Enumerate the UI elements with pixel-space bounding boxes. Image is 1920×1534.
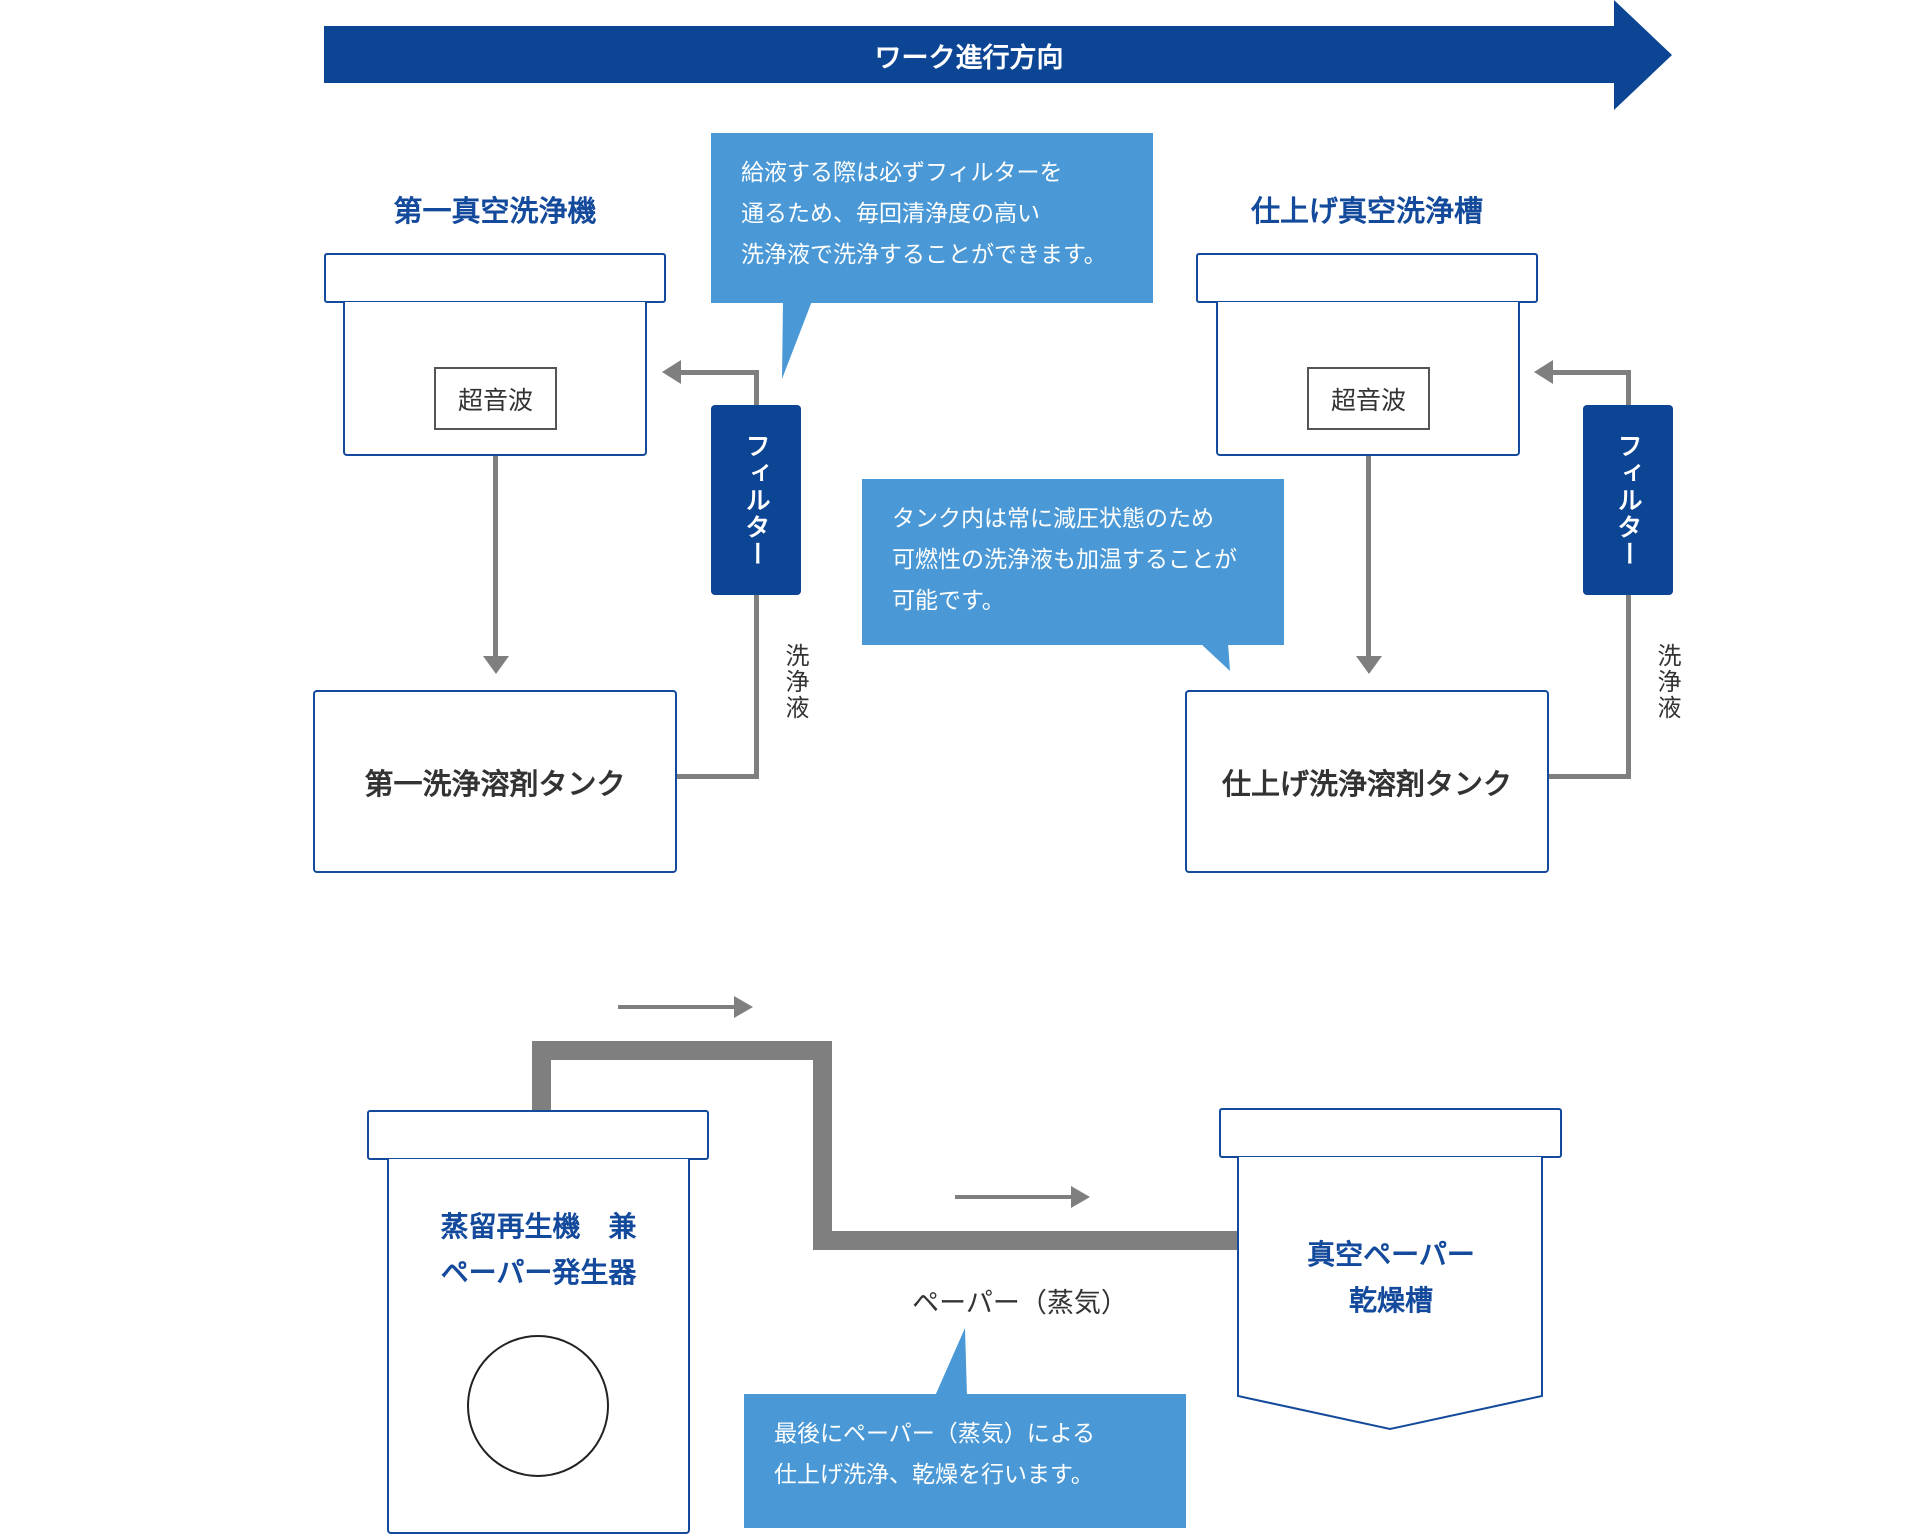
work-direction-label: ワーク進行方向	[874, 42, 1064, 74]
vapor-pipe-label: ペーパー（蒸気）	[912, 1288, 1128, 1319]
stage1-return-pipe-lower	[754, 590, 759, 779]
stage2-drain-arrowhead	[1356, 656, 1382, 674]
vapor-dryer-title: 真空ペーパー 乾燥槽	[1236, 1232, 1546, 1324]
vapor-dryer-title-line-1: 真空ペーパー	[1307, 1238, 1475, 1271]
stage2-supply-pipe	[1552, 370, 1631, 375]
stage1-filter: フィルター	[711, 405, 801, 595]
vapor-pipe-drop	[813, 1041, 832, 1250]
stage1-liquid-label: 洗浄液	[781, 643, 809, 721]
callout-tank-line-2: 可燃性の洗浄液も加温することが	[892, 547, 1237, 573]
stage1-supply-arrowhead	[662, 360, 681, 384]
vapor-generator-title-line-1: 蒸留再生機 兼	[440, 1210, 637, 1243]
stage2-title: 仕上げ真空洗浄槽	[1250, 194, 1483, 228]
callout-tank-tail	[1200, 643, 1230, 671]
stage2-return-pipe-upper	[1626, 370, 1631, 405]
callout-tank-line-3: 可能です。	[892, 588, 1005, 614]
callout-final-line-1: 最後にペーパー（蒸気）による	[774, 1421, 1096, 1447]
stage1-machine-lid	[324, 253, 666, 303]
stage1-solvent-tank: 第一洗浄溶剤タンク	[313, 690, 677, 873]
work-direction-arrow	[324, 0, 1672, 110]
vapor-flow-arrow-lower-head	[1071, 1186, 1090, 1208]
vapor-flow-arrow-upper-head	[734, 996, 753, 1018]
stage2-return-pipe-lower	[1626, 590, 1631, 779]
callout-filter-line-1: 給液する際は必ずフィルターを	[741, 160, 1063, 186]
vapor-pipe-top	[532, 1041, 832, 1060]
stage1-return-pipe-upper	[754, 370, 759, 405]
stage2-ultrasonic-label: 超音波	[1307, 367, 1430, 430]
vapor-generator-lid	[367, 1110, 709, 1160]
vapor-flow-arrow-upper-shaft	[618, 1005, 734, 1009]
stage1-title: 第一真空洗浄機	[393, 194, 597, 228]
callout-filter-line-3: 洗浄液で洗浄することができます。	[741, 242, 1107, 268]
stage2-liquid-label: 洗浄液	[1653, 643, 1681, 721]
vapor-dryer-title-line-2: 乾燥槽	[1348, 1284, 1433, 1317]
stage1-supply-pipe	[680, 370, 759, 375]
stage2-filter: フィルター	[1583, 405, 1673, 595]
stage1-return-pipe-horizontal	[677, 774, 759, 779]
vapor-generator-title-line-2: ペーパー発生器	[440, 1256, 637, 1289]
stage2-filter-label: フィルター	[1614, 432, 1643, 568]
generator-gauge-circle	[467, 1335, 609, 1477]
vapor-flow-arrow-lower-shaft	[955, 1195, 1071, 1199]
stage2-machine-lid	[1196, 253, 1538, 303]
callout-final-tail	[935, 1328, 967, 1396]
callout-tank-note: タンク内は常に減圧状態のため 可燃性の洗浄液も加温することが 可能です。	[862, 479, 1284, 645]
callout-final-note: 最後にペーパー（蒸気）による 仕上げ洗浄、乾燥を行います。	[744, 1394, 1186, 1528]
vapor-pipe-bottom	[813, 1231, 1240, 1250]
stage2-drain-pipe	[1366, 456, 1371, 656]
stage2-solvent-tank: 仕上げ洗浄溶剤タンク	[1185, 690, 1549, 873]
vapor-dryer-body	[1237, 1156, 1543, 1431]
stage1-drain-arrowhead	[483, 656, 509, 674]
callout-filter-line-2: 通るため、毎回清浄度の高い	[741, 201, 1040, 227]
stage1-ultrasonic-label: 超音波	[434, 367, 557, 430]
callout-filter-note: 給液する際は必ずフィルターを 通るため、毎回清浄度の高い 洗浄液で洗浄することが…	[711, 133, 1153, 303]
callout-tank-line-1: タンク内は常に減圧状態のため	[892, 506, 1214, 532]
callout-filter-tail	[782, 301, 812, 379]
vapor-generator-title: 蒸留再生機 兼 ペーパー発生器	[387, 1204, 690, 1296]
stage2-supply-arrowhead	[1534, 360, 1553, 384]
stage2-return-pipe-horizontal	[1549, 774, 1631, 779]
stage1-filter-label: フィルター	[742, 432, 771, 568]
vapor-dryer-lid	[1219, 1108, 1562, 1158]
callout-final-line-2: 仕上げ洗浄、乾燥を行います。	[774, 1462, 1094, 1488]
stage1-drain-pipe	[493, 456, 498, 656]
